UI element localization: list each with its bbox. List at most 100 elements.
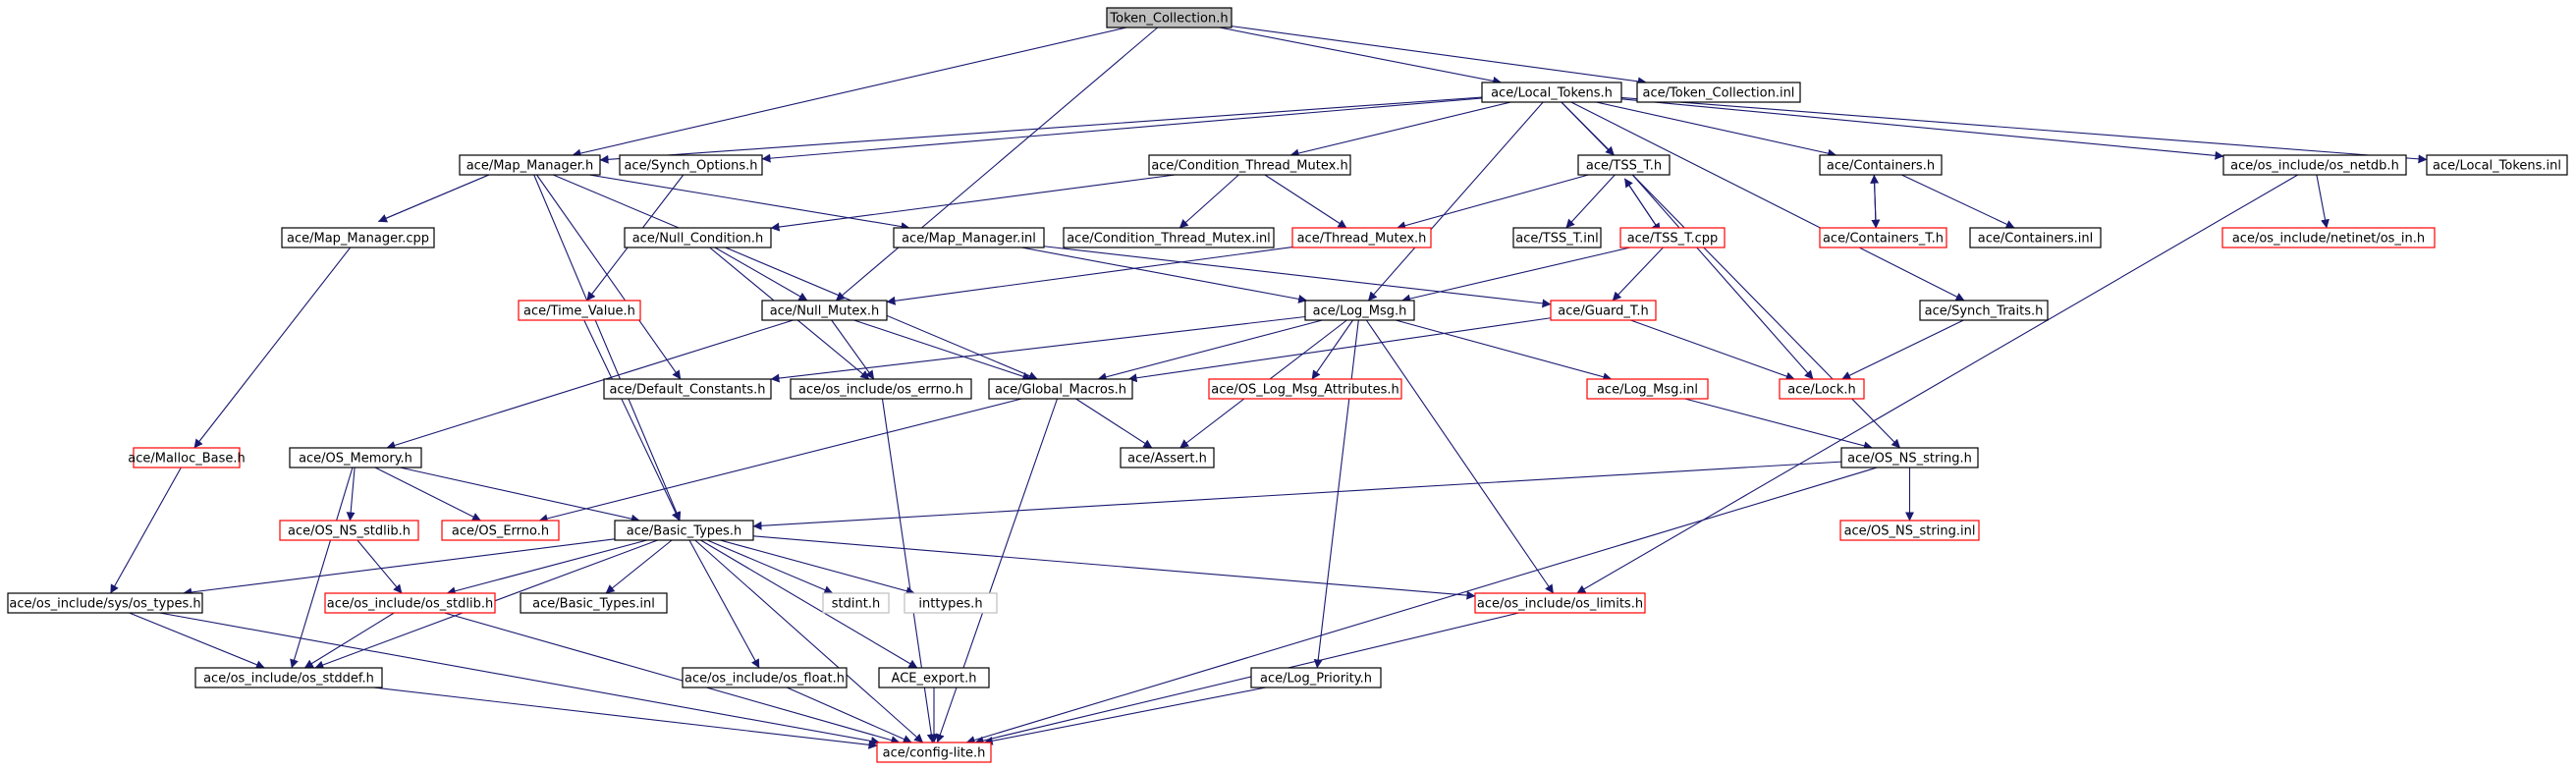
node-label: ace/OS_Memory.h bbox=[299, 452, 412, 467]
node-label: ace/Synch_Options.h bbox=[624, 159, 757, 174]
node-box bbox=[893, 227, 1045, 248]
node-condition-thread-mutex-h[interactable]: ace/Condition_Thread_Mutex.h bbox=[1148, 154, 1351, 176]
node-token-collection-inl[interactable]: ace/Token_Collection.inl bbox=[1636, 82, 1801, 103]
node-map-manager-cpp[interactable]: ace/Map_Manager.cpp bbox=[281, 227, 435, 248]
edge-os-netdb-h-to-os-limits-h bbox=[1576, 174, 2299, 594]
node-synch-options-h[interactable]: ace/Synch_Options.h bbox=[619, 154, 763, 176]
node-label: ace/os_include/os_errno.h bbox=[798, 383, 963, 398]
edge-basic-types-h-to-os-stdlib-h bbox=[446, 539, 647, 596]
node-ace-export-h[interactable]: ACE_export.h bbox=[878, 667, 990, 688]
edge-local-tokens-h-to-condition-thread-mutex-h bbox=[1289, 101, 1511, 158]
edge-null-mutex-h-to-os-memory-h bbox=[386, 319, 794, 450]
node-log-msg-inl[interactable]: ace/Log_Msg.inl bbox=[1586, 378, 1709, 400]
node-sys-os-types-h[interactable]: ace/os_include/sys/os_types.h bbox=[7, 592, 203, 614]
node-box bbox=[133, 447, 241, 468]
node-default-constants-h[interactable]: ace/Default_Constants.h bbox=[603, 378, 772, 400]
node-config-lite-h[interactable]: ace/config-lite.h bbox=[876, 742, 992, 763]
node-box bbox=[194, 667, 383, 688]
node-map-manager-inl[interactable]: ace/Map_Manager.inl bbox=[893, 227, 1045, 248]
node-containers-h[interactable]: ace/Containers.h bbox=[1819, 154, 1943, 176]
node-box bbox=[1819, 227, 1947, 248]
node-box bbox=[1969, 227, 2102, 248]
node-log-msg-h[interactable]: ace/Log_Msg.h bbox=[1304, 300, 1415, 321]
node-local-tokens-h[interactable]: ace/Local_Tokens.h bbox=[1481, 82, 1622, 103]
node-os-stdlib-h[interactable]: ace/os_include/os_stdlib.h bbox=[324, 592, 496, 614]
edge-basic-types-h-to-os-float-h bbox=[688, 539, 760, 669]
node-os-netdb-h[interactable]: ace/os_include/os_netdb.h bbox=[2222, 154, 2407, 176]
node-label: ace/OS_Errno.h bbox=[452, 524, 549, 539]
node-containers-inl[interactable]: ace/Containers.inl bbox=[1969, 227, 2102, 248]
node-inttypes-h[interactable]: inttypes.h bbox=[904, 592, 998, 614]
node-os-limits-h[interactable]: ace/os_include/os_limits.h bbox=[1474, 592, 1646, 614]
node-os-float-h[interactable]: ace/os_include/os_float.h bbox=[682, 667, 848, 688]
node-box bbox=[878, 667, 990, 688]
node-global-macros-h[interactable]: ace/Global_Macros.h bbox=[988, 378, 1133, 400]
node-containers-t-h[interactable]: ace/Containers_T.h bbox=[1819, 227, 1947, 248]
node-label: ace/Basic_Types.inl bbox=[532, 597, 655, 612]
edge-tss-t-h-to-tss-t-inl bbox=[1565, 174, 1616, 229]
node-synch-traits-h[interactable]: ace/Synch_Traits.h bbox=[1919, 300, 2049, 321]
node-os-errno-inc-h[interactable]: ace/os_include/os_errno.h bbox=[790, 378, 972, 400]
edge-guard-t-h-to-lock-h bbox=[1630, 319, 1795, 381]
node-assert-h[interactable]: ace/Assert.h bbox=[1120, 447, 1215, 468]
node-condition-thread-mutex-inl[interactable]: ace/Condition_Thread_Mutex.inl bbox=[1063, 227, 1275, 248]
node-os-log-msg-attributes-h[interactable]: ace/OS_Log_Msg_Attributes.h bbox=[1208, 378, 1402, 400]
node-basic-types-inl[interactable]: ace/Basic_Types.inl bbox=[520, 592, 668, 614]
node-label: ace/Lock.h bbox=[1787, 383, 1856, 398]
edge-tss-t-h-to-lock-h bbox=[1631, 174, 1814, 380]
node-label: ace/Map_Manager.cpp bbox=[287, 232, 429, 247]
node-stdint-h[interactable]: stdint.h bbox=[822, 592, 890, 614]
edge-token-collection-h-to-token-collection-inl bbox=[1231, 26, 1647, 86]
node-label: ace/OS_NS_string.h bbox=[1847, 452, 1972, 467]
node-tss-t-cpp[interactable]: ace/TSS_T.cpp bbox=[1619, 227, 1726, 248]
node-box bbox=[1208, 378, 1402, 400]
node-os-ns-string-h[interactable]: ace/OS_NS_string.h bbox=[1840, 447, 1979, 468]
edge-basic-types-h-to-config-lite-h bbox=[694, 539, 924, 743]
edge-map-manager-h-to-basic-types-h bbox=[533, 174, 682, 522]
edge-global-macros-h-to-assert-h bbox=[1075, 398, 1153, 449]
edge-local-tokens-h-to-synch-options-h bbox=[761, 97, 1483, 163]
node-thread-mutex-h[interactable]: ace/Thread_Mutex.h bbox=[1291, 227, 1432, 248]
edge-token-collection-h-to-map-manager-h bbox=[572, 27, 1127, 158]
edge-null-mutex-h-to-os-errno-inc-h bbox=[831, 319, 875, 380]
node-os-stddef-h[interactable]: ace/os_include/os_stddef.h bbox=[194, 667, 383, 688]
node-time-value-h[interactable]: ace/Time_Value.h bbox=[518, 300, 641, 321]
node-label: ace/os_include/netinet/os_in.h bbox=[2232, 232, 2425, 247]
node-label: ace/Basic_Types.h bbox=[627, 524, 741, 539]
node-box bbox=[2222, 154, 2407, 176]
node-local-tokens-inl[interactable]: ace/Local_Tokens.inl bbox=[2426, 154, 2568, 176]
node-token-collection-h[interactable]: Token_Collection.h bbox=[1106, 7, 1233, 28]
node-box bbox=[520, 592, 668, 614]
node-tss-t-inl[interactable]: ace/TSS_T.inl bbox=[1512, 227, 1602, 248]
edge-sys-os-types-h-to-config-lite-h bbox=[159, 612, 880, 745]
edge-local-tokens-h-to-synch-traits-h bbox=[1570, 101, 1965, 302]
node-os-memory-h[interactable]: ace/OS_Memory.h bbox=[289, 447, 422, 468]
node-box bbox=[1586, 378, 1709, 400]
node-os-errno-h[interactable]: ace/OS_Errno.h bbox=[441, 520, 560, 541]
node-box bbox=[614, 520, 754, 541]
edge-log-msg-h-to-log-msg-inl bbox=[1395, 319, 1613, 382]
node-log-priority-h[interactable]: ace/Log_Priority.h bbox=[1250, 667, 1382, 688]
node-box bbox=[624, 227, 772, 248]
node-label: ace/Map_Manager.h bbox=[466, 159, 594, 174]
node-box bbox=[988, 378, 1133, 400]
node-os-ns-stdlib-h[interactable]: ace/OS_NS_stdlib.h bbox=[279, 520, 419, 541]
node-tss-t-h[interactable]: ace/TSS_T.h bbox=[1577, 154, 1671, 176]
node-lock-h[interactable]: ace/Lock.h bbox=[1779, 378, 1865, 400]
node-map-manager-h[interactable]: ace/Map_Manager.h bbox=[459, 154, 601, 176]
node-label: ace/os_include/os_float.h bbox=[685, 672, 845, 687]
node-label: ace/Containers.h bbox=[1827, 159, 1935, 174]
node-box bbox=[761, 300, 888, 321]
node-malloc-base-h[interactable]: ace/Malloc_Base.h bbox=[128, 447, 246, 468]
node-guard-t-h[interactable]: ace/Guard_T.h bbox=[1550, 300, 1657, 321]
node-box bbox=[1481, 82, 1622, 103]
node-null-condition-h[interactable]: ace/Null_Condition.h bbox=[624, 227, 772, 248]
node-box bbox=[1063, 227, 1275, 248]
edge-basic-types-h-to-inttypes-h bbox=[720, 539, 915, 596]
node-os-ns-string-inl[interactable]: ace/OS_NS_string.inl bbox=[1839, 520, 1980, 541]
node-netinet-in-h[interactable]: ace/os_include/netinet/os_in.h bbox=[2221, 227, 2436, 248]
edge-local-tokens-h-to-log-msg-h bbox=[1367, 101, 1544, 302]
edge-basic-types-h-to-stdint-h bbox=[706, 539, 834, 594]
node-null-mutex-h[interactable]: ace/Null_Mutex.h bbox=[761, 300, 888, 321]
node-basic-types-h[interactable]: ace/Basic_Types.h bbox=[614, 520, 754, 541]
